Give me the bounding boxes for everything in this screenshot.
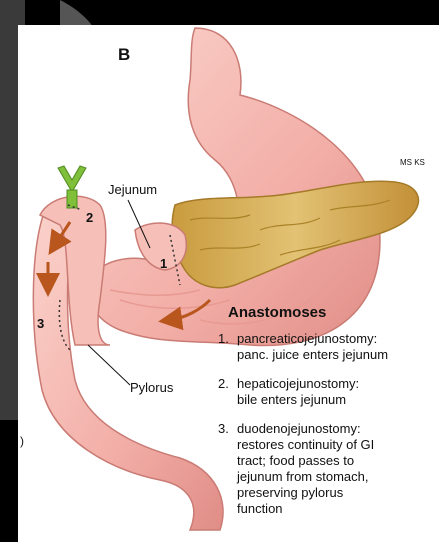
pylorus-label: Pylorus — [130, 380, 174, 395]
marker-1: 1 — [160, 256, 167, 271]
legend-item-2-line1: hepaticojejunostomy: — [237, 376, 359, 391]
jejunum-label: Jejunum — [108, 182, 157, 197]
panel-letter: B — [118, 45, 130, 64]
legend-item-3-line6: function — [237, 501, 283, 516]
artist-signature: MS KS — [400, 158, 425, 167]
legend-item-2-line2: bile enters jejunum — [237, 392, 346, 407]
marker-2: 2 — [86, 210, 93, 225]
legend-item-3-line4: jejunum from stomach, — [236, 469, 369, 484]
legend-item-3-line5: preserving pylorus — [237, 485, 344, 500]
legend-item-3-line3: tract; food passes to — [237, 453, 354, 468]
marker-3: 3 — [37, 316, 44, 331]
legend-item-3-line1: duodenojejunostomy: — [237, 421, 361, 436]
legend-title: Anastomoses — [228, 304, 326, 321]
legend-item-1-num: 1. — [218, 331, 229, 346]
legend-item-3-line2: restores continuity of GI — [237, 437, 374, 452]
legend-item-1-line1: pancreaticojejunostomy: — [237, 331, 377, 346]
legend-item-2-num: 2. — [218, 376, 229, 391]
edge-text: ) — [20, 434, 24, 448]
legend-item-3-num: 3. — [218, 421, 229, 436]
legend-item-1-line2: panc. juice enters jejunum — [237, 347, 388, 362]
